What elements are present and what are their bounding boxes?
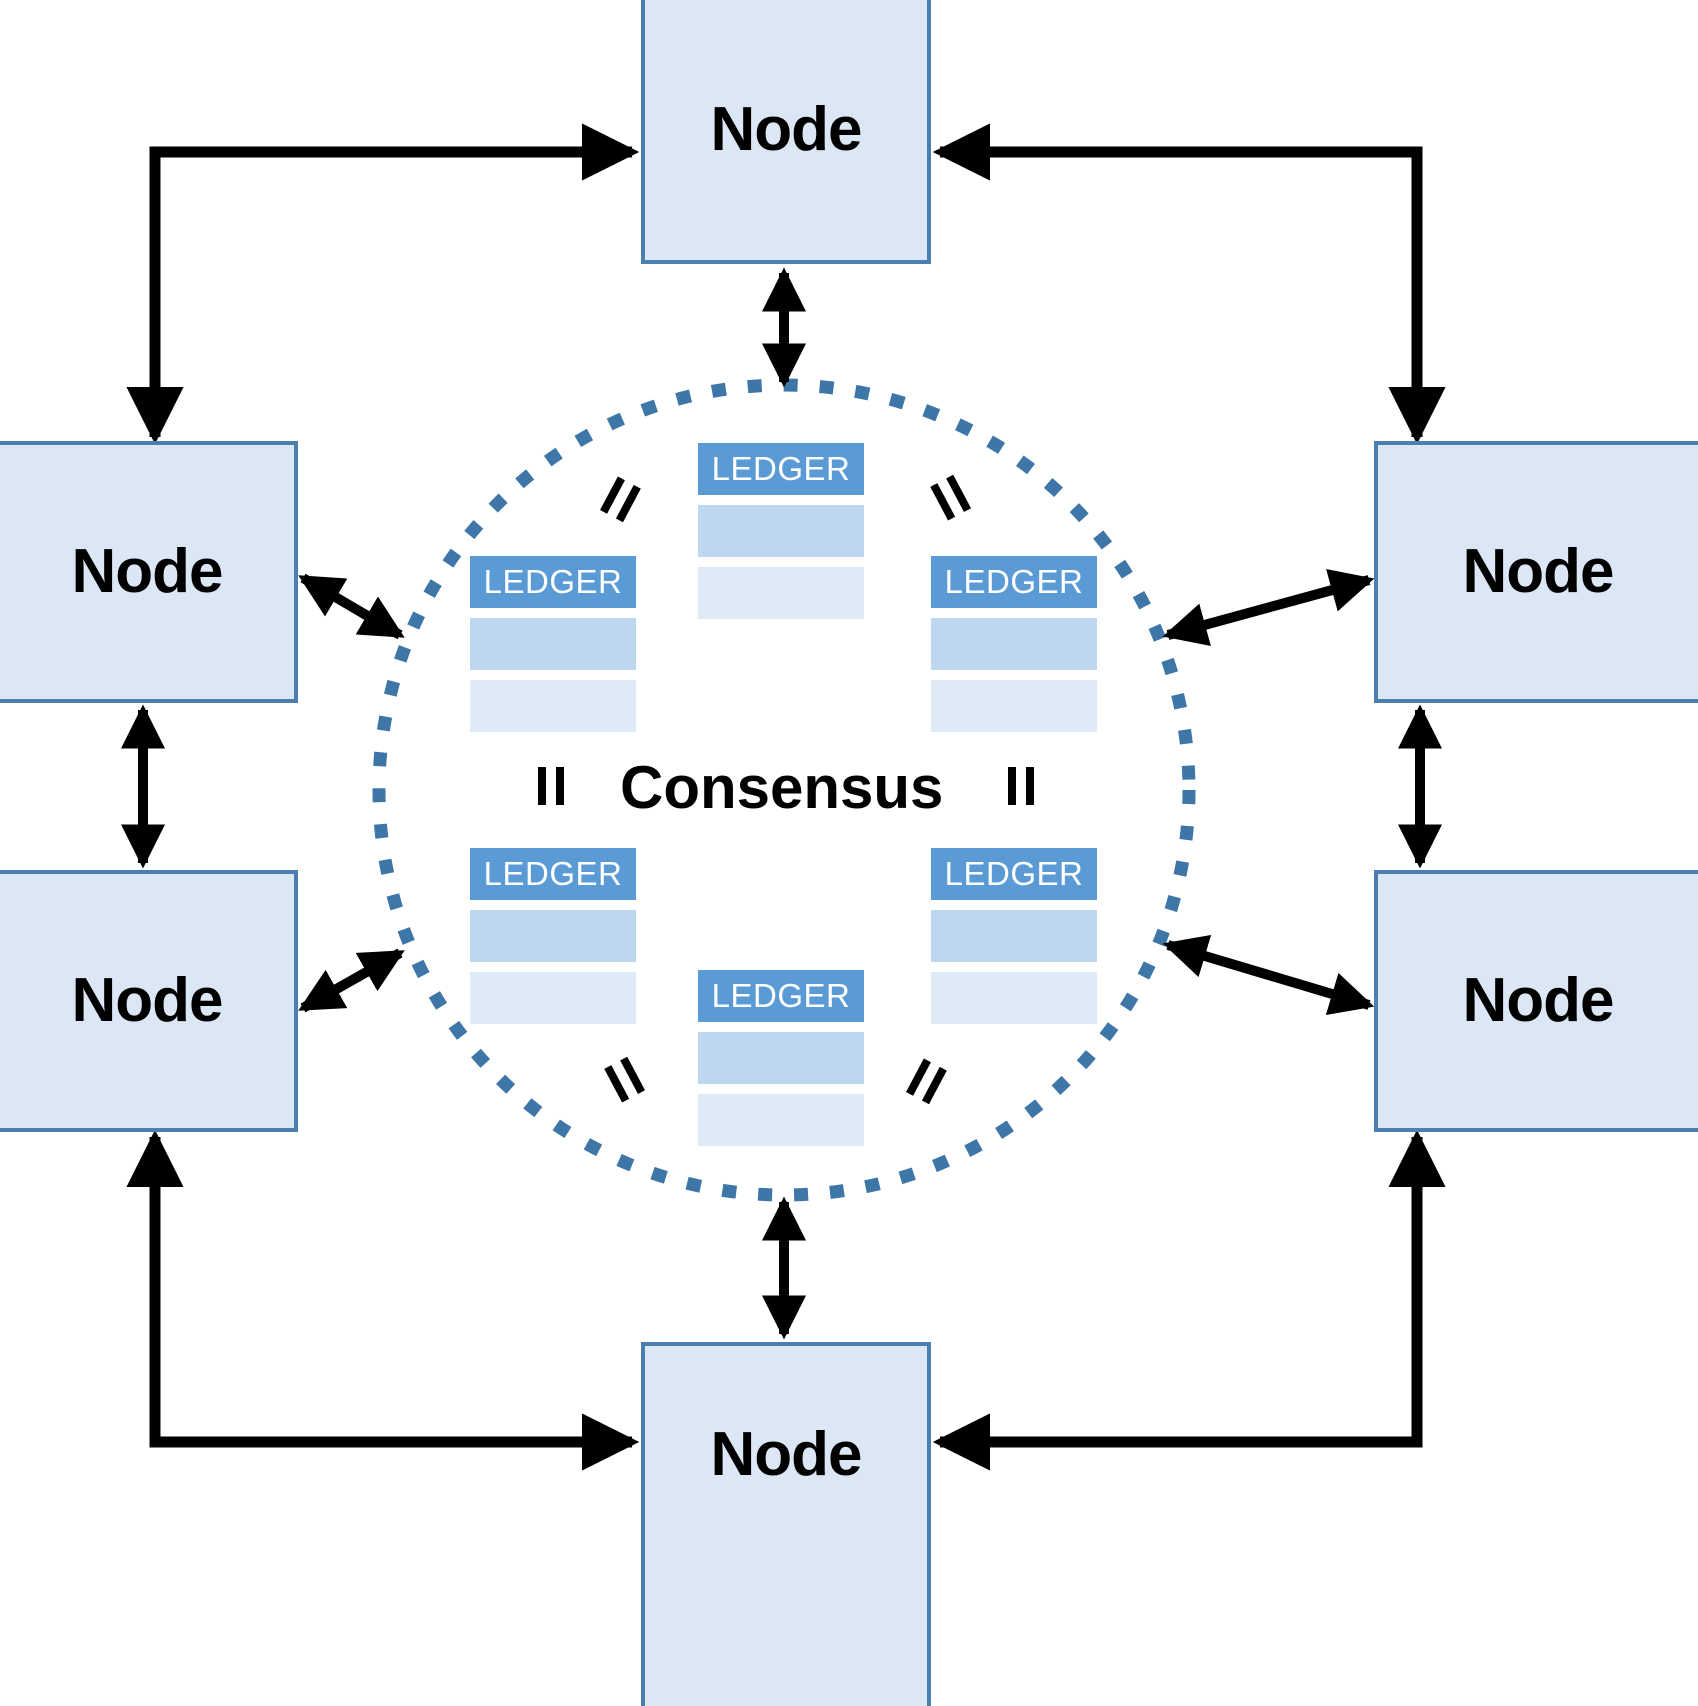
node-left-lower[interactable]: Node bbox=[0, 870, 298, 1132]
ledger-top[interactable]: LEDGER bbox=[698, 443, 864, 619]
ledger-upper-left-header: LEDGER bbox=[470, 556, 636, 608]
ledger-upper-right-row-1 bbox=[931, 618, 1097, 670]
ledger-bottom-header: LEDGER bbox=[698, 970, 864, 1022]
arrow-left-upper-to-circle bbox=[298, 573, 405, 640]
node-left-upper[interactable]: Node bbox=[0, 441, 298, 703]
node-bottom-label: Node bbox=[710, 1420, 863, 1489]
arrow-topright-elbow bbox=[932, 123, 1446, 445]
node-left-lower-label: Node bbox=[71, 966, 224, 1035]
arrow-left-lower-to-circle bbox=[298, 948, 405, 1013]
node-right-lower-label: Node bbox=[1462, 966, 1615, 1035]
node-top-label: Node bbox=[710, 95, 863, 164]
arrow-right-lower-to-circle bbox=[1162, 934, 1375, 1016]
ledger-lower-right[interactable]: LEDGER bbox=[931, 848, 1097, 1024]
node-right-upper-label: Node bbox=[1462, 537, 1615, 606]
consensus-circle bbox=[372, 378, 1196, 1202]
ledger-top-header: LEDGER bbox=[698, 443, 864, 495]
ledger-lower-right-row-1 bbox=[931, 910, 1097, 962]
ledger-lower-left-row-1 bbox=[470, 910, 636, 962]
ledger-lower-left-header: LEDGER bbox=[470, 848, 636, 900]
arrow-bottomright-elbow bbox=[932, 1129, 1446, 1471]
node-top[interactable]: Node bbox=[641, 0, 931, 264]
node-bottom[interactable]: Node bbox=[641, 1342, 931, 1706]
ledger-lower-right-header: LEDGER bbox=[931, 848, 1097, 900]
ledger-lower-left[interactable]: LEDGER bbox=[470, 848, 636, 1024]
arrow-right-upper-to-circle bbox=[1162, 568, 1375, 647]
ledger-top-row-1 bbox=[698, 505, 864, 557]
ledger-lower-left-row-2 bbox=[470, 972, 636, 1024]
ledger-lower-right-row-2 bbox=[931, 972, 1097, 1024]
ledger-upper-left-row-2 bbox=[470, 680, 636, 732]
equals-mid-left-icon bbox=[530, 765, 570, 805]
equals-mid-right-icon bbox=[1000, 765, 1040, 805]
ledger-bottom-row-2 bbox=[698, 1094, 864, 1146]
node-right-upper[interactable]: Node bbox=[1374, 441, 1698, 703]
ledger-upper-right[interactable]: LEDGER bbox=[931, 556, 1097, 732]
ledger-upper-left-row-1 bbox=[470, 618, 636, 670]
node-left-upper-label: Node bbox=[71, 537, 224, 606]
ledger-upper-left[interactable]: LEDGER bbox=[470, 556, 636, 732]
arrow-bottomleft-elbow bbox=[126, 1129, 640, 1471]
node-right-lower[interactable]: Node bbox=[1374, 870, 1698, 1132]
consensus-label: Consensus bbox=[620, 754, 944, 821]
ledger-upper-right-row-2 bbox=[931, 680, 1097, 732]
ledger-bottom[interactable]: LEDGER bbox=[698, 970, 864, 1146]
arrow-topleft-elbow bbox=[126, 123, 640, 445]
ledger-bottom-row-1 bbox=[698, 1032, 864, 1084]
ledger-top-row-2 bbox=[698, 567, 864, 619]
ledger-upper-right-header: LEDGER bbox=[931, 556, 1097, 608]
